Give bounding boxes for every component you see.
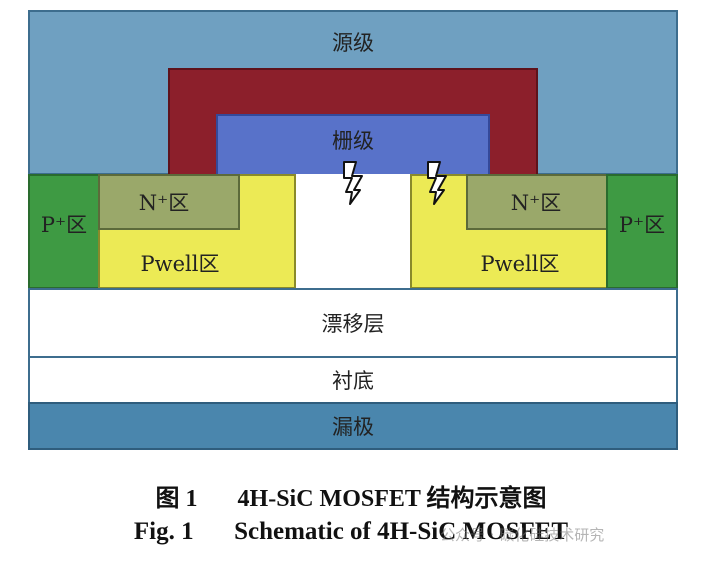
watermark: 公众号 · 碳化硅技术研究 — [440, 522, 690, 546]
lightning-icon-right — [427, 161, 447, 205]
pwell-left-label: Pwell区 — [140, 252, 220, 276]
n-plus-left-label: N⁺区 — [138, 191, 190, 215]
gate-label: 栅级 — [332, 129, 374, 153]
drain-label: 漏极 — [332, 415, 374, 439]
drain-electrode — [28, 402, 678, 450]
drift-label: 漂移层 — [321, 312, 385, 336]
caption-en: Fig. 1 Schematic of 4H-SiC MOSFET — [0, 518, 702, 546]
substrate-layer — [28, 356, 678, 404]
caption-cn: 图 1 4H-SiC MOSFET 结构示意图 — [0, 478, 702, 513]
caption-en-number: Fig. 1 — [133, 518, 194, 545]
caption-cn-text: 4H-SiC MOSFET 结构示意图 — [237, 486, 547, 512]
p-plus-right — [606, 174, 678, 289]
lightning-icon-left — [343, 161, 363, 205]
drift-layer — [28, 288, 678, 358]
source-label: 源级 — [332, 31, 374, 55]
pwell-right-label: Pwell区 — [480, 252, 560, 276]
n-plus-right — [466, 174, 608, 230]
substrate-label: 衬底 — [332, 369, 374, 393]
mosfet-diagram: 源级 栅级 P⁺区 Pwell区 N⁺区 Pwell区 N⁺区 P⁺区 漂移层 … — [28, 10, 678, 450]
caption-cn-number: 图 1 — [155, 486, 198, 512]
caption-en-text: Schematic of 4H-SiC MOSFET — [234, 518, 569, 545]
n-plus-right-label: N⁺区 — [510, 191, 562, 215]
p-plus-right-label: P⁺区 — [618, 213, 666, 237]
n-plus-left — [98, 174, 240, 230]
watermark-text: 公众号 · 碳化硅技术研究 — [440, 525, 605, 544]
p-plus-left-label: P⁺区 — [40, 213, 88, 237]
